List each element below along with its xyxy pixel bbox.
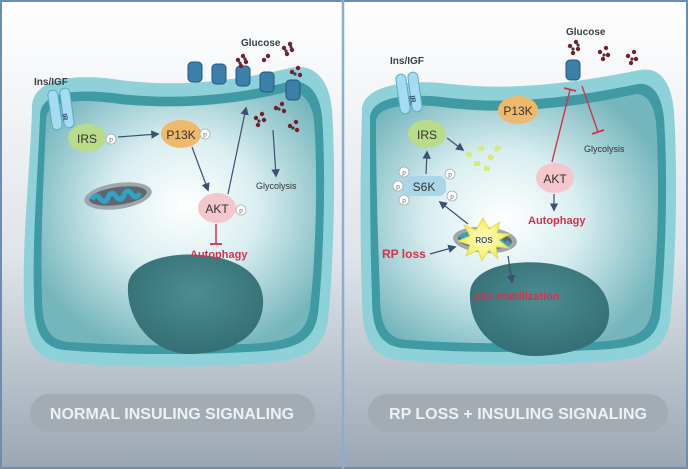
right-akt-node: AKT: [536, 163, 574, 193]
left-p13k-label: P13K: [166, 128, 195, 142]
right-arrow-irs-to-fragments: [446, 137, 465, 152]
right-glucose-transporter: [565, 59, 581, 81]
left-p13k-node: P13K p: [161, 120, 211, 148]
left-glycolysis-label: Glycolysis: [256, 181, 297, 191]
left-ir-receptor: IR: [47, 87, 75, 131]
left-banner-text: NORMAL INSULING SIGNALING: [50, 406, 294, 423]
left-banner: [30, 394, 315, 432]
left-arrow-p13k-to-akt: [191, 146, 210, 192]
right-s6k-node: S6K p p p p p: [392, 166, 458, 206]
right-glycolysis-label: Glycolysis: [584, 144, 625, 154]
right-akt-label: AKT: [543, 172, 567, 186]
ros-label: ROS: [475, 236, 493, 245]
left-glucose-molecules: [235, 41, 303, 133]
right-arrow-ros-to-s6k: [438, 200, 469, 225]
right-ir-receptor: IR: [395, 71, 423, 115]
rp-loss-label: RP loss: [382, 247, 426, 261]
left-p13k-phospho-label: p: [203, 132, 207, 139]
left-p13k-phospho: [199, 128, 211, 140]
right-ins-igf-label: Ins/IGF: [390, 56, 424, 67]
right-glucose-label: Glucose: [566, 27, 606, 38]
left-arrow-to-glycolysis: [271, 129, 280, 178]
left-irs-phospho: [105, 133, 117, 145]
right-banner-text: RP LOSS + INSULING SIGNALING: [389, 406, 647, 423]
left-mitochondrion: [84, 182, 152, 210]
left-arrow-irs-to-p13k: [117, 130, 160, 139]
left-irs-label: IRS: [77, 132, 97, 146]
left-autophagy-label: Autophagy: [190, 249, 248, 261]
right-glucose-molecules: [567, 39, 639, 66]
left-glucose-label: Glucose: [241, 38, 281, 49]
right-arrow-to-p53: [506, 255, 516, 284]
right-s6k-phospho-4: p: [448, 172, 452, 179]
right-irs-fragments: [465, 145, 501, 172]
right-s6k-phospho-2: p: [396, 184, 400, 191]
right-s6k-phospho-5: p: [450, 194, 454, 201]
left-ir-label: IR: [60, 113, 68, 121]
left-irs-node: IRS p: [68, 124, 117, 152]
right-inhibit-glycolysis-bar: [591, 129, 605, 135]
right-p13k-label: P13K: [503, 104, 532, 118]
right-s6k-phospho-3: p: [402, 198, 406, 205]
right-p13k-node: P13K: [498, 96, 538, 124]
left-ins-igf-label: Ins/IGF: [34, 77, 68, 88]
right-irs-label: IRS: [417, 128, 437, 142]
left-irs-phospho-label: p: [109, 137, 113, 144]
right-arrow-s6k-to-irs: [422, 150, 431, 175]
left-akt-node: AKT p: [198, 193, 247, 223]
right-inhibit-akt-glut-bar: [563, 87, 577, 92]
right-ir-label: IR: [408, 95, 416, 103]
left-akt-phospho-label: p: [239, 208, 243, 215]
right-arrow-rploss-to-mito: [429, 244, 457, 255]
right-s6k-label: S6K: [413, 180, 436, 194]
left-nucleus: [127, 254, 264, 354]
p53-label: p53 stabilization: [474, 291, 560, 303]
right-inhibit-glycolysis-line: [581, 85, 599, 133]
right-s6k-phospho-1: p: [402, 170, 406, 177]
left-akt-label: AKT: [205, 202, 229, 216]
right-nucleus: [469, 262, 610, 356]
right-autophagy-label: Autophagy: [528, 215, 586, 227]
ros-burst: [456, 217, 512, 262]
left-arrow-akt-to-glut: [227, 106, 249, 195]
right-banner: [368, 394, 668, 432]
right-irs-node: IRS: [408, 120, 446, 148]
left-akt-phospho: [235, 204, 247, 216]
right-cell: Glucose IR Ins/IGF IRS P13K: [360, 27, 677, 432]
left-glucose-transporters: [187, 61, 301, 101]
left-cell: IR Ins/IGF Glucose IRS p P13K p AKT p: [23, 38, 335, 432]
right-inhibit-akt-glut-line: [551, 89, 571, 163]
